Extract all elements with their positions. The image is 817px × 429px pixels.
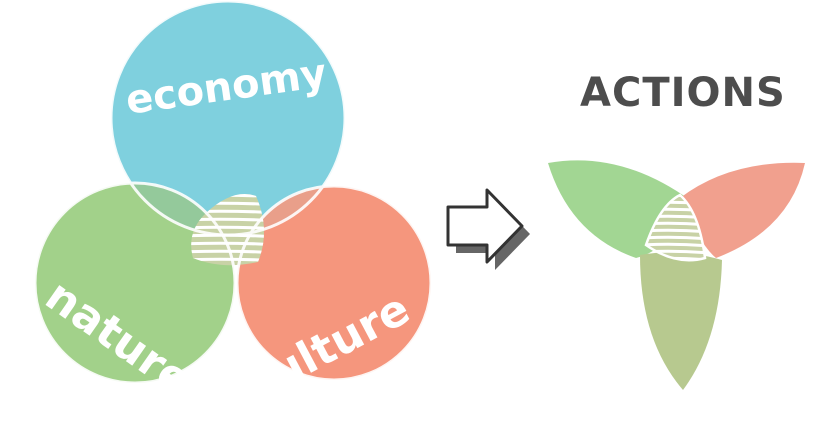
arrow-right-icon [446, 188, 530, 270]
actions-right-petal [680, 162, 805, 258]
nature-circle [35, 183, 235, 383]
actions-trefoil [548, 160, 805, 390]
economy-circle [111, 1, 345, 235]
actions-title: ACTIONS [580, 70, 786, 116]
actions-bottom-petal [640, 252, 722, 390]
culture-circle [237, 186, 431, 380]
